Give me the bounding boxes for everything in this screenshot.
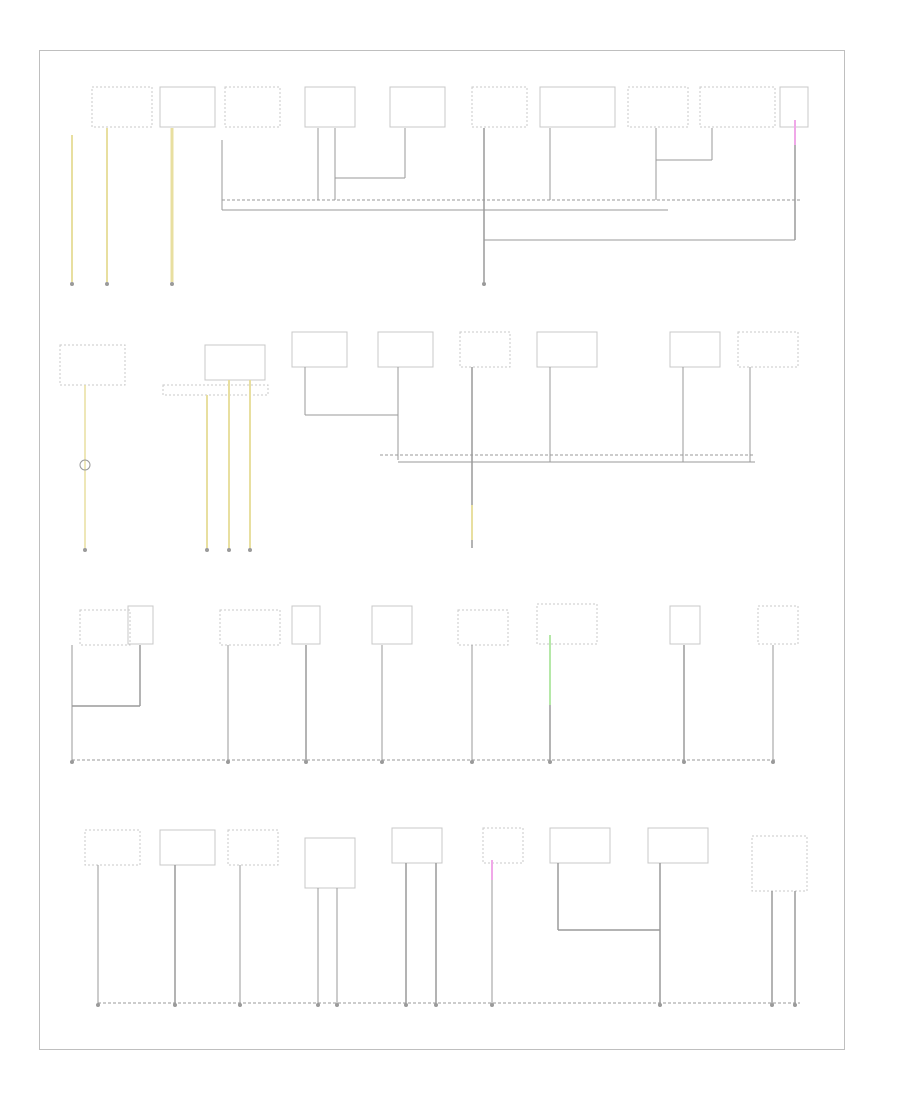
component-box: [304, 86, 356, 128]
component-box: [219, 609, 281, 646]
component-box: [227, 829, 279, 866]
row-2-ground-points: [83, 548, 252, 552]
row-4-wires: [97, 860, 800, 1004]
row-2-wires: [79, 367, 755, 548]
component-box: [84, 829, 141, 866]
row-1-wires: [71, 120, 800, 282]
component-box: [699, 86, 776, 128]
row-4-components: [84, 827, 808, 892]
component-box: [627, 86, 689, 128]
diagram-frame: [39, 50, 845, 1050]
component-box: [539, 86, 616, 128]
row-3-ground-points: [70, 760, 775, 764]
component-box: [59, 344, 126, 386]
component-box: [304, 837, 356, 889]
component-box: [751, 835, 808, 892]
row-2-components: [59, 331, 799, 396]
component-box: [482, 827, 524, 864]
component-box: [159, 86, 216, 128]
component-box: [291, 605, 321, 645]
component-box: [204, 344, 266, 381]
row-1-components: [91, 86, 809, 128]
row-3-components: [79, 603, 799, 646]
component-box: [457, 609, 509, 646]
component-box: [536, 603, 598, 645]
component-box: [389, 86, 446, 128]
component-box: [162, 384, 269, 396]
component-box: [79, 609, 131, 646]
component-box: [669, 331, 721, 368]
component-box: [536, 331, 598, 368]
component-box: [127, 605, 154, 645]
component-box: [91, 86, 153, 128]
component-box: [549, 827, 611, 864]
component-box: [459, 331, 511, 368]
component-box: [391, 827, 443, 864]
component-box: [737, 331, 799, 368]
component-box: [647, 827, 709, 864]
component-box: [291, 331, 348, 368]
row-3-wires: [71, 635, 775, 761]
component-box: [371, 605, 413, 645]
component-box: [757, 605, 799, 645]
row-4-ground-points: [96, 1003, 797, 1007]
row-1-ground-points: [70, 282, 486, 286]
component-box: [669, 605, 701, 645]
component-box: [471, 86, 528, 128]
component-box: [224, 86, 281, 128]
component-box: [159, 829, 216, 866]
component-box: [377, 331, 434, 368]
